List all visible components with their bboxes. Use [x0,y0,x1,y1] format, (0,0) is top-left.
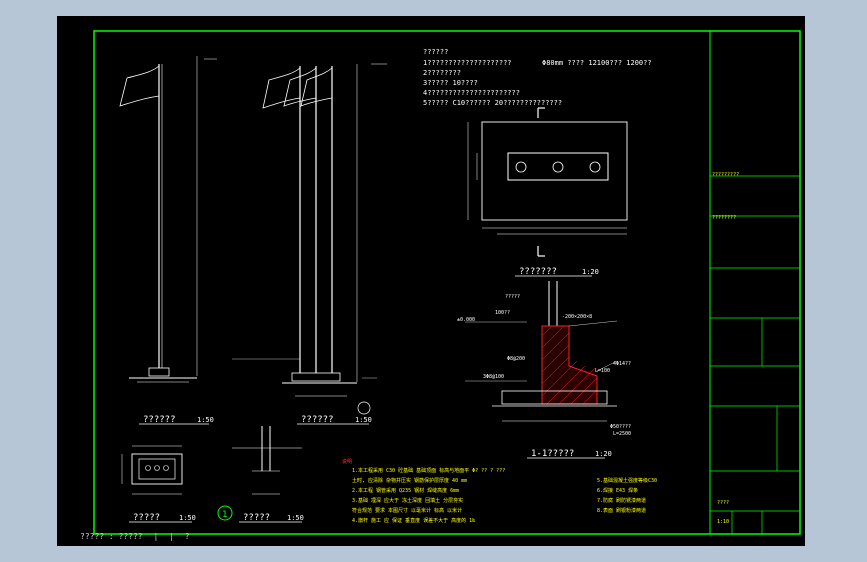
sec-level: ±0.000 [457,317,475,323]
status-sep-2: | [169,532,174,541]
single-pole-elevation: ?????? 1:50 [119,56,217,425]
section-label: 1-1????? [531,449,574,459]
notes-line2: 2???????? [423,69,461,77]
single-pole-label: ?????? [143,415,176,425]
sec-dim-top: -200×200×8 [562,314,592,320]
base-plan-label: ????? [133,513,160,523]
title-block-frame [709,30,801,535]
status-bar: ????? : ????? | | ? [80,531,640,543]
section-scale: 1:20 [595,450,612,458]
tb-project: ???????? [712,215,736,221]
detail-one: 1 ????? 1:50 [217,426,304,523]
detail-number: 1 [222,510,227,520]
footnote-r1: 5.基础混凝土强度等级C30 [597,477,657,484]
plan-scale: 1:20 [582,268,599,276]
triple-pole-elevation: ?????? 1:50 [232,63,387,425]
footnotes: 说明 1.本工程采用 C30 砼基础 基础顶面 标高与地面平 Φ? ?? ? ?… [342,458,657,524]
general-notes: ?????? 1???????????????????? Φ80mm ???? … [423,48,652,107]
footnote-5: 符合规范 要求 本图尺寸 以毫米计 标高 以米计 [352,507,462,514]
tb-scale: 1:10 [717,519,729,525]
single-pole-scale: 1:50 [197,416,214,424]
foundation-section: -200×200×8 L=100 4Φ14?? L=2500 Φ50???? ?… [457,281,631,459]
footnote-4: 3.基础 埋深 应大于 冻土深度 回填土 分层夯实 [352,497,463,504]
status-flag: ? [184,532,190,541]
notes-line4: 4?????????????????????? [423,89,520,97]
footnote-r4: 8.表面 刷银粉漆两道 [597,507,646,514]
sec-label-d: 3Φ8@100 [483,374,504,380]
sec-dim-bottom: L=2500 [613,431,631,437]
title-block-grid [710,175,800,534]
notes-line1: 1???????????????????? [423,59,512,67]
footnote-3: 2.本工程 钢管采用 Q235 钢材 焊缝高度 6mm [352,487,459,494]
status-sep-1: | [153,532,159,541]
sec-pipe: Φ50???? [610,424,631,430]
detail-label: ????? [243,513,270,523]
base-plan: ????? 1:50 [121,445,196,523]
status-coords: ????? : ????? [80,532,143,541]
triple-pole-label: ?????? [301,415,334,425]
tb-company: ????????? [712,172,739,178]
footnote-1: 1.本工程采用 C30 砼基础 基础顶面 标高与地面平 Φ? ?? ? ??? [352,467,505,474]
sec-label-c: Φ8@200 [507,356,525,362]
notes-line5: 5????? C10?????? 20?????????????? [423,99,562,107]
notes-header: ?????? [423,48,448,56]
sec-dim-bolt: 4Φ14?? [613,361,631,367]
plan-label: ??????? [519,267,557,277]
triple-pole-scale: 1:50 [355,416,372,424]
notes-line1b: Φ80mm ???? 12100??? 1200?? [542,59,652,67]
sec-label-b: 100?? [495,310,510,316]
tb-drawing: ???? [717,500,729,506]
foundation-plan: ??????? 1:20 [467,107,628,277]
title-block-text: ????????? ???????? ???? 1:10 [712,172,739,525]
sec-label-a: ????? [505,294,520,300]
footnote-r3: 7.防腐 刷防锈漆两道 [597,497,646,504]
base-plan-scale: 1:50 [179,514,196,522]
sec-dim-l: L=100 [595,368,610,374]
cad-viewport[interactable]: ????????? ???????? ???? 1:10 ?????? 1:50 [57,16,805,546]
footnote-r2: 6.焊接 E43 焊条 [597,487,638,494]
footnote-6: 4.旗杆 施工 应 保证 垂直度 误差不大于 高度的 1‰ [352,517,476,524]
detail-scale: 1:50 [287,514,304,522]
footnote-title: 说明 [342,458,352,465]
footnote-2: 土时, 应清除 杂物并压实 钢筋保护层厚度 40 mm [352,477,467,484]
notes-line3: 3????? 10???? [423,79,478,87]
cad-drawing[interactable]: ????????? ???????? ???? 1:10 ?????? 1:50 [57,16,805,546]
